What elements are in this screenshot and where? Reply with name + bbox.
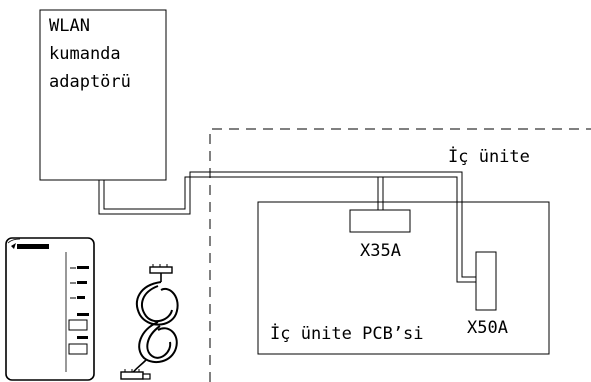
adapter-label-line1: WLAN	[49, 16, 90, 36]
cable-coil-illustration	[120, 264, 179, 380]
connection-cable	[98, 171, 476, 283]
connector-x50a: X50A	[467, 251, 508, 338]
device-button-bottom	[68, 343, 88, 355]
wlan-adapter-box: WLAN kumanda adaptörü	[39, 9, 167, 181]
indoor-unit-label: İç ünite	[448, 146, 530, 167]
device-button-top	[68, 319, 88, 331]
connector-x35a: X35A	[349, 209, 411, 261]
adapter-label-line2: kumanda	[49, 44, 121, 64]
adapter-device-illustration	[5, 237, 95, 381]
indoor-unit-boundary: İç ünite	[209, 128, 591, 382]
connector-x50a-label: X50A	[467, 318, 508, 338]
pcb-label: İç ünite PCB’si	[270, 323, 424, 344]
brand-logo-icon	[11, 243, 49, 249]
device-indicators	[70, 266, 89, 316]
adapter-label-line3: adaptörü	[49, 72, 131, 92]
connector-x35a-label: X35A	[360, 241, 401, 261]
